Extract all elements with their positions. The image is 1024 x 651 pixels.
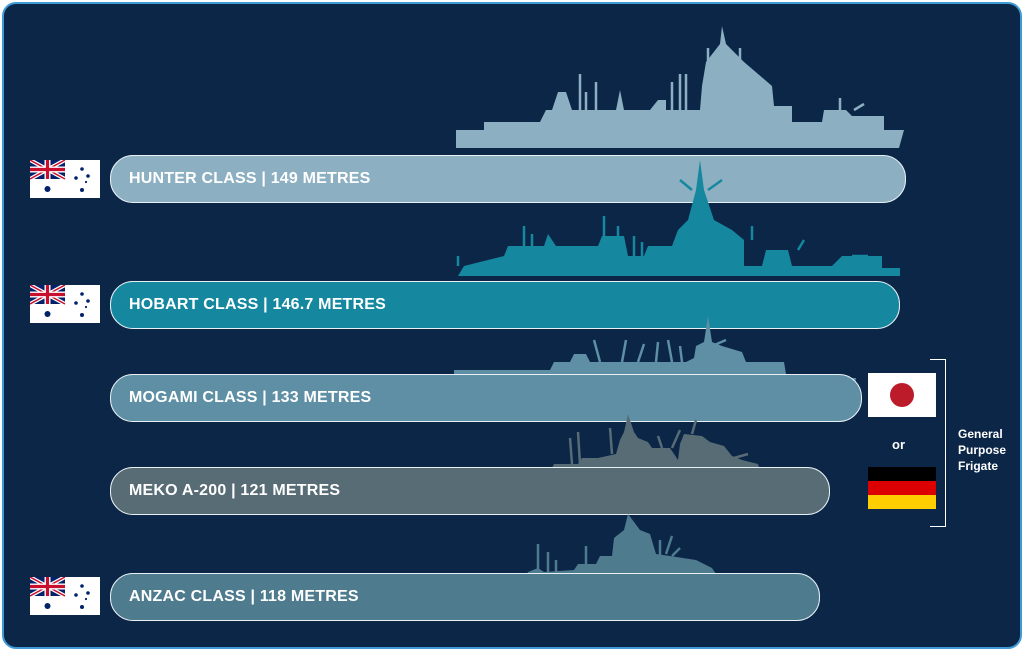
mogami-class-bar: MOGAMI CLASS | 133 METRES <box>110 374 862 422</box>
hobart-class-ship-silhouette <box>456 160 900 276</box>
mogami-class-label: MOGAMI CLASS | 133 METRES <box>129 389 372 406</box>
general-purpose-frigate-bracket <box>930 359 946 527</box>
meko-a200-label: MEKO A-200 | 121 METRES <box>129 482 341 499</box>
gpf-line-3: Frigate <box>958 459 999 473</box>
japan-flag <box>868 373 936 417</box>
gpf-line-1: General <box>958 427 1003 441</box>
anzac-class-label: ANZAC CLASS | 118 METRES <box>129 588 359 605</box>
australia-flag-anzac <box>30 577 100 615</box>
australia-flag-hobart <box>30 285 100 323</box>
hunter-class-bar: HUNTER CLASS | 149 METRES <box>110 155 906 203</box>
hunter-class-ship-silhouette <box>456 26 904 148</box>
hobart-class-label: HOBART CLASS | 146.7 METRES <box>129 296 387 313</box>
germany-flag <box>868 467 936 509</box>
gpf-line-2: Purpose <box>958 443 1007 457</box>
australia-flag-hunter <box>30 160 100 198</box>
meko-a200-bar: MEKO A-200 | 121 METRES <box>110 467 830 515</box>
general-purpose-frigate-label: General Purpose Frigate <box>958 426 1020 474</box>
hobart-class-bar: HOBART CLASS | 146.7 METRES <box>110 281 900 329</box>
hunter-class-label: HUNTER CLASS | 149 METRES <box>129 170 371 187</box>
anzac-class-bar: ANZAC CLASS | 118 METRES <box>110 573 820 621</box>
mogami-class-ship-silhouette <box>454 316 856 390</box>
or-connector-text: or <box>892 437 905 452</box>
